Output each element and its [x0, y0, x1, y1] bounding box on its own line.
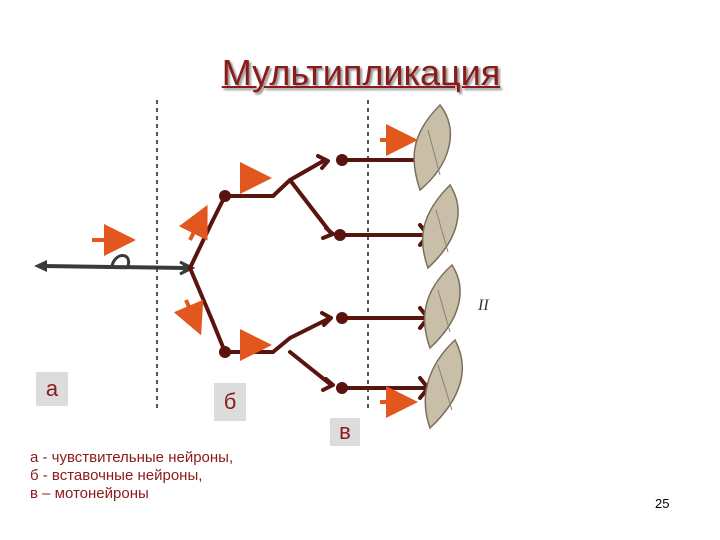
impulse-arrows [92, 124, 418, 418]
label-motoneuron: в [330, 418, 360, 446]
legend-item-sensory: а - чувствительные нейроны, [30, 449, 234, 466]
slide-title: Мультипликация [221, 52, 501, 93]
roman-numeral-label: II [477, 297, 489, 314]
interneuron-somas [219, 190, 231, 358]
label-sensory: а [36, 372, 68, 406]
label-interneuron: б [214, 383, 246, 421]
motor-neurons [338, 148, 431, 400]
legend: а - чувствительные нейроны, б - вставочн… [30, 449, 233, 503]
motor-neuron-somas [334, 154, 348, 394]
legend-item-interneuron: б - вставочные нейроны, [30, 467, 203, 484]
page-number: 25 [655, 496, 670, 511]
legend-item-motoneuron: в – мотонейроны [30, 485, 149, 502]
interneurons [188, 154, 335, 392]
muscle-fiber-striations [427, 129, 453, 411]
sensory-neuron [34, 254, 196, 276]
